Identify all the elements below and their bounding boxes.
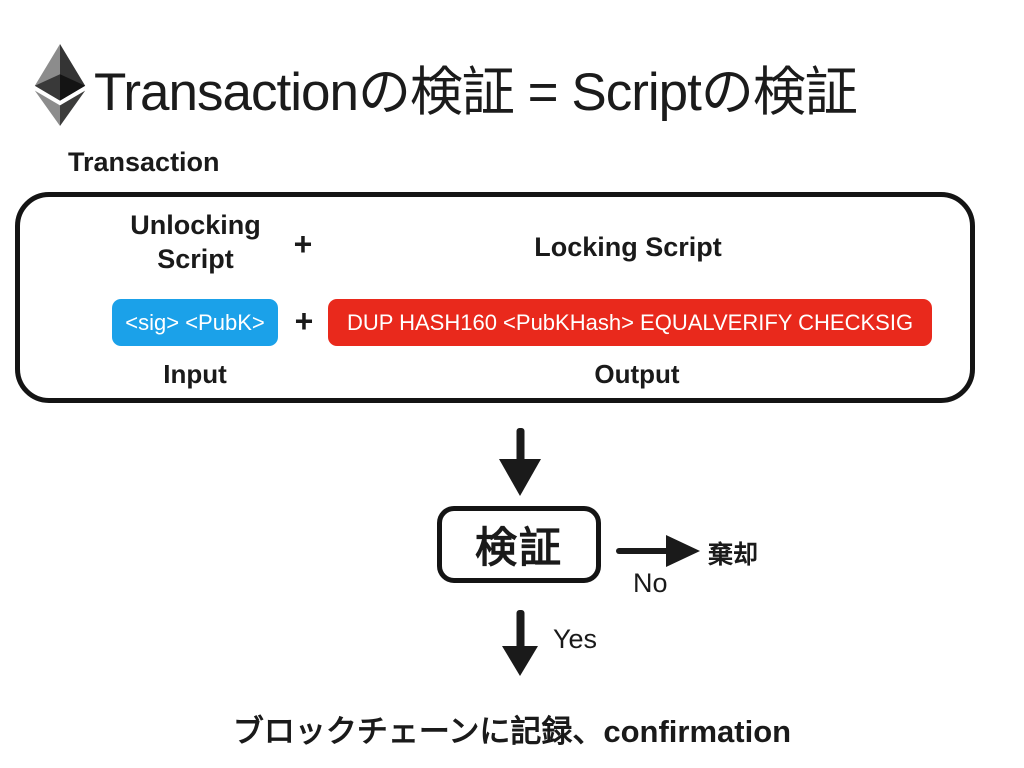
reject-label: 棄却 (708, 541, 759, 569)
transaction-caption: Transaction (68, 147, 220, 177)
verify-box: 検証 (437, 506, 601, 583)
locking-script-label: Locking Script (534, 232, 722, 262)
no-label: No (633, 568, 668, 598)
slide-title: Transactionの検証 = Scriptの検証 (94, 63, 858, 122)
right-arrow-icon (616, 535, 700, 567)
transaction-box (15, 192, 975, 403)
unlocking-script-label: Unlocking Script (130, 210, 261, 274)
down-arrow-icon (499, 428, 541, 496)
unlocking-script-chip: <sig> <PubK> (112, 299, 278, 346)
locking-script-chip: DUP HASH160 <PubKHash> EQUALVERIFY CHECK… (328, 299, 932, 346)
plus-sign-mid: + (294, 303, 314, 339)
plus-sign-top: + (293, 226, 313, 262)
output-label: Output (594, 359, 680, 389)
input-label: Input (163, 359, 227, 389)
result-label: ブロックチェーンに記録、confirmation (232, 714, 792, 749)
yes-label: Yes (553, 624, 598, 654)
ethereum-logo-icon (34, 44, 86, 126)
down-arrow-icon (502, 610, 538, 676)
